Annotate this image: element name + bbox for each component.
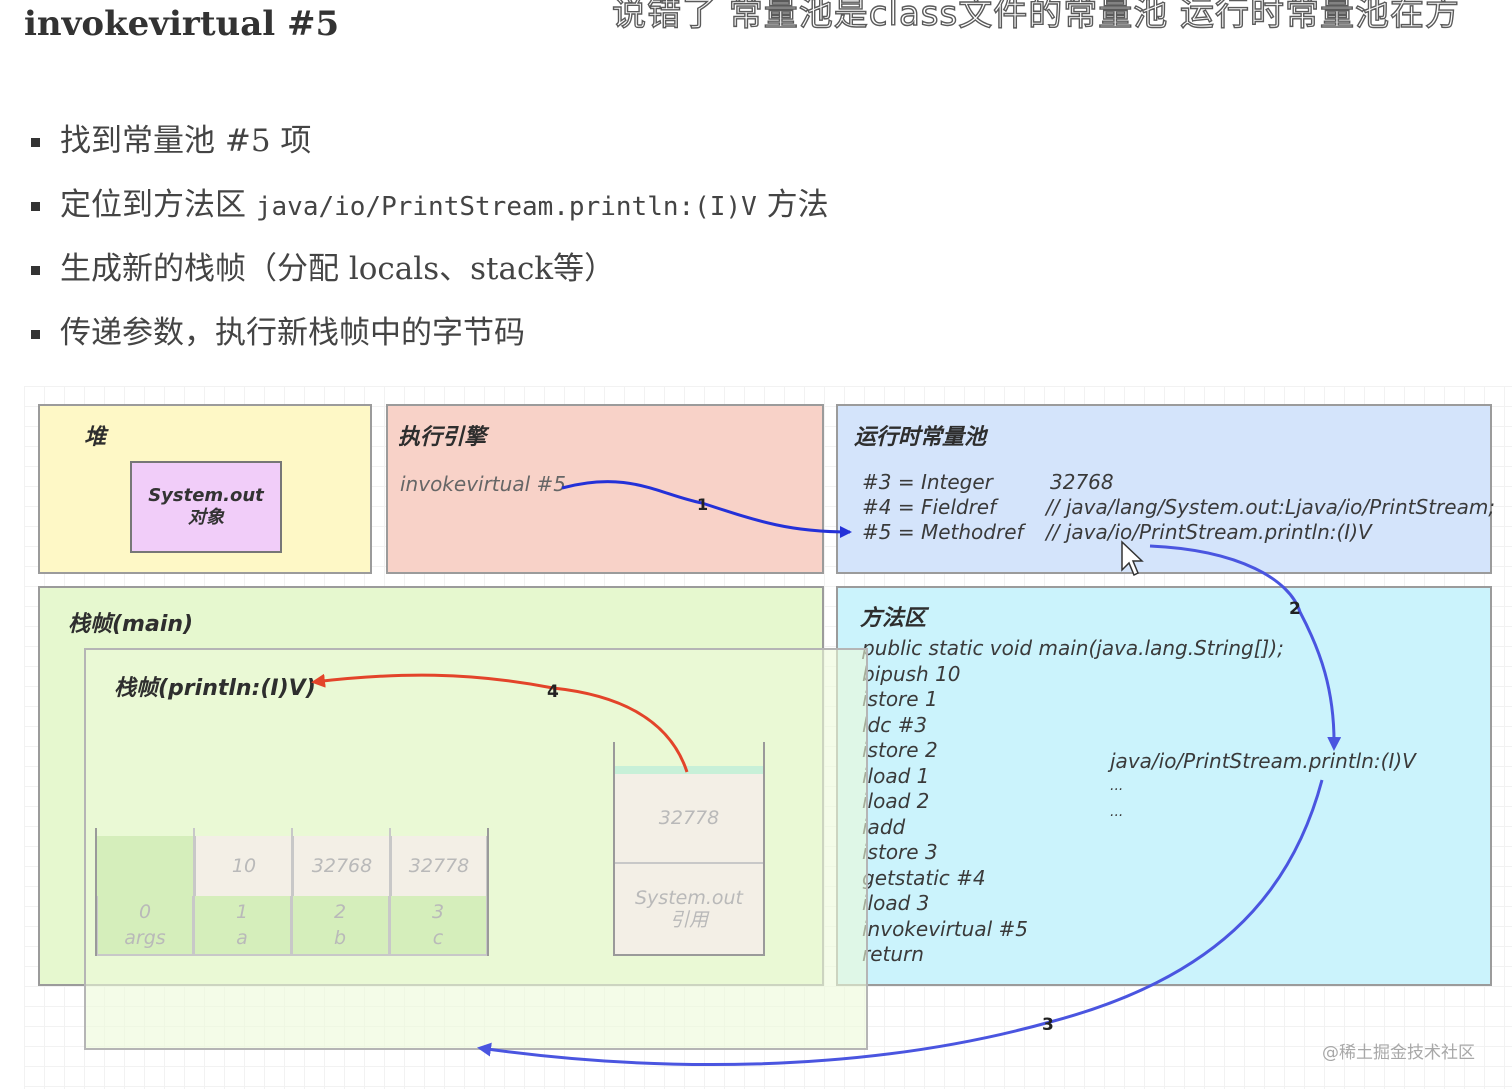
slot-index: 3 (431, 901, 445, 923)
pool-title: 运行时常量池 (854, 425, 987, 450)
pool-entry-key: #4 = Fieldref (862, 495, 997, 519)
bytecode-line: istore 3 (862, 840, 938, 864)
arrow-4 (311, 673, 689, 773)
system-out-object: System.out 对象 (130, 461, 282, 553)
arrow-3 (477, 779, 1324, 1067)
video-subtitle: 说错了 常量池是class文件的常量池 运行时常量池在方 (611, 0, 1461, 35)
bullet-item: 定位到方法区 java/io/PrintStream.println:(I)V … (28, 182, 829, 246)
stack-cell: System.out 引用 (614, 864, 764, 956)
stack-top-marker (614, 766, 764, 774)
bytecode-line: istore 1 (862, 687, 938, 711)
method-area-title: 方法区 (860, 606, 927, 631)
bytecode-line: ldc #3 (862, 712, 928, 737)
engine-instruction: invokevirtual #5 (400, 472, 566, 496)
heap-title: 堆 (84, 425, 107, 450)
pool-entry-key: #3 = Integer (862, 470, 993, 494)
pool-entry-value: // java/io/PrintStream.println:(I)V (1046, 520, 1372, 544)
bytecode-line: public static void main(java.lang.String… (862, 636, 1284, 660)
target-method-label: java/io/PrintStream.println:(I)V (1110, 749, 1416, 773)
local-value-cell: 10 (194, 836, 292, 896)
arrow-label: 1 (697, 495, 708, 514)
slide-title: invokevirtual #5 (24, 4, 340, 44)
bullet-item: 传递参数，执行新栈帧中的字节码 (28, 310, 829, 374)
arrow-1 (561, 480, 852, 538)
pool-entry-key: #5 = Methodref (862, 520, 1024, 544)
bullet-item: 找到常量池 #5 项 (28, 118, 829, 182)
object-name: System.out (148, 485, 264, 506)
pool-entry-value: 32768 (1050, 470, 1114, 494)
pool-entry-value: // java/lang/System.out:Ljava/io/PrintSt… (1046, 495, 1496, 519)
slot-name: b (333, 927, 347, 949)
object-label: 对象 (188, 507, 224, 528)
watermark: @稀土掘金技术社区 (1322, 1043, 1475, 1063)
local-slot-cell: 1 a (194, 896, 292, 956)
stack-cell: 32778 (614, 774, 764, 864)
method-area-box (836, 586, 1492, 986)
bytecode-line: iload 1 (862, 763, 930, 788)
bytecode-line: invokevirtual #5 (862, 916, 1028, 941)
slot-index: 0 (138, 901, 152, 923)
bullet-text: 方法 (756, 187, 829, 223)
arrow-label: 3 (1042, 1015, 1054, 1035)
slot-index: 1 (235, 901, 249, 923)
bytecode-line: getstatic #4 (862, 865, 986, 890)
local-slot-cell: 0 args (96, 896, 194, 956)
method-signature: java/io/PrintStream.println:(I)V (255, 192, 757, 222)
execution-engine-box (386, 404, 824, 574)
ellipsis-text: ... (1110, 804, 1124, 820)
stack-ref-name: System.out (634, 887, 743, 909)
bytecode-line: istore 2 (862, 738, 938, 762)
arrow-2 (1149, 544, 1342, 751)
local-slot-cell: 2 b (292, 896, 390, 956)
ellipsis-text: ... (1110, 778, 1124, 794)
bytecode-list: public static void main(java.lang.String… (862, 636, 1284, 968)
println-frame-title: 栈帧(println:(I)V) (114, 676, 316, 701)
slot-index: 2 (333, 901, 347, 923)
arrow-label: 2 (1289, 599, 1301, 619)
bytecode-line: iload 2 (862, 789, 930, 813)
bullet-list: 找到常量池 #5 项 定位到方法区 java/io/PrintStream.pr… (28, 118, 829, 374)
slot-name: c (432, 927, 444, 949)
bullet-text: 定位到方法区 (60, 187, 256, 223)
slot-name: args (124, 927, 166, 949)
bytecode-line: bipush 10 (862, 661, 961, 686)
local-value-cell (96, 836, 194, 896)
bytecode-line: iload 3 (862, 891, 930, 915)
main-frame-title: 栈帧(main) (68, 612, 194, 637)
bullet-item: 生成新的栈帧（分配 locals、stack等） (28, 246, 829, 310)
stack-ref-label: 引用 (669, 909, 708, 931)
local-value-cell: 32768 (292, 836, 390, 896)
arrow-label: 4 (547, 682, 559, 702)
bytecode-line: iadd (862, 814, 906, 839)
bytecode-line: return (862, 942, 924, 966)
slot-name: a (236, 927, 248, 949)
mouse-cursor-icon (1121, 540, 1144, 577)
engine-title: 执行引擎 (398, 425, 487, 450)
